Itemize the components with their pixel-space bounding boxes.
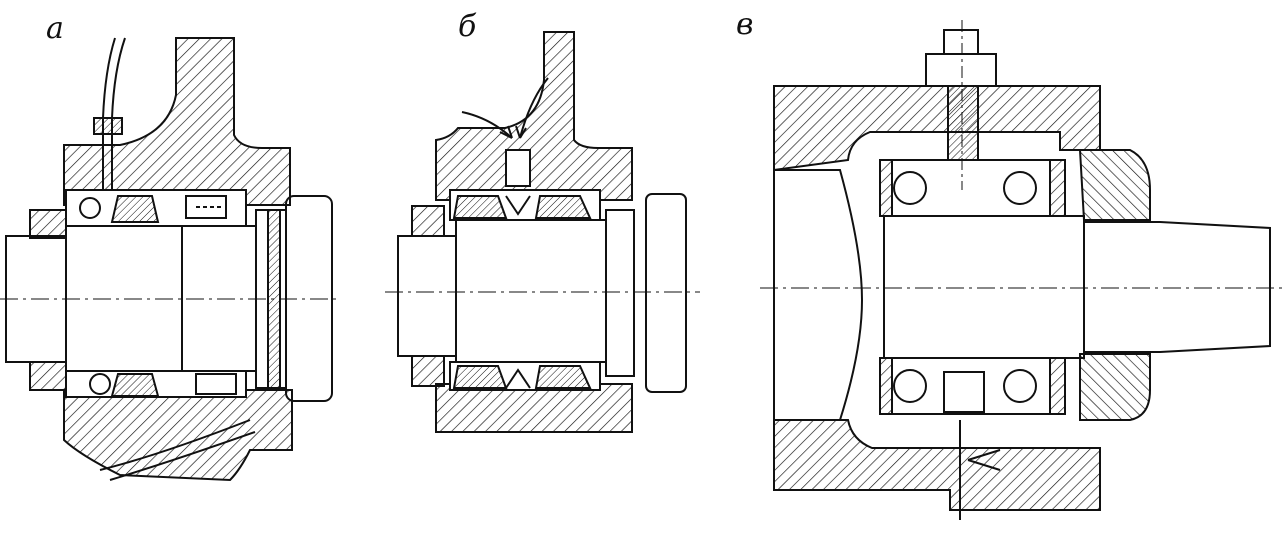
panel-label-a: а <box>46 11 64 46</box>
panel-b-drawing <box>385 31 700 433</box>
panel-label-b: б <box>458 9 477 44</box>
panel-label-c: в <box>736 7 754 42</box>
panel-c-drawing <box>760 20 1287 520</box>
panel-a-drawing <box>0 37 340 482</box>
